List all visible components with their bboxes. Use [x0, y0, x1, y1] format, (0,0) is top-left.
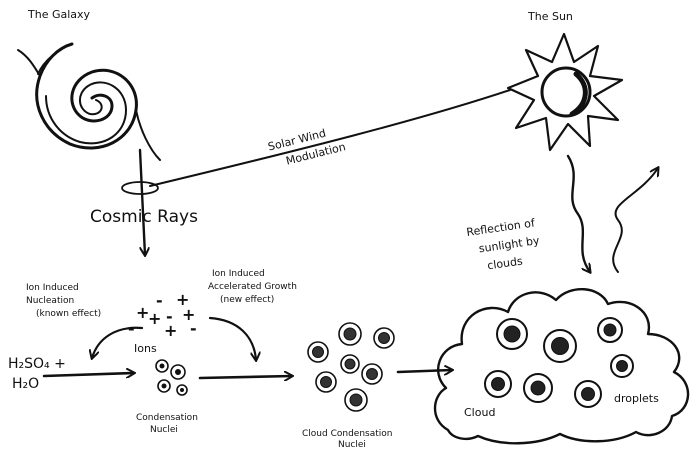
ccn-label-2: Nuclei: [338, 440, 366, 450]
galaxy-spiral: [17, 42, 161, 161]
droplets-label: droplets: [614, 392, 659, 405]
ccn-label-1: Cloud Condensation: [302, 429, 392, 439]
sun-label: The Sun: [527, 10, 573, 23]
ion-sign: +: [182, 305, 195, 324]
condensation-nuclei-particles: [155, 359, 188, 396]
ion-sign: +: [148, 309, 161, 328]
growth-label-1: Ion Induced: [212, 269, 265, 279]
growth-label-2: Accelerated Growth: [208, 282, 297, 292]
ccn-particles: [307, 322, 395, 412]
cosmic-ray-loop: [121, 181, 159, 195]
sun-shape: [506, 32, 624, 152]
ion-sign: -: [156, 291, 163, 310]
cosmic-ray-arrow: [138, 148, 145, 255]
solar-wind-line: [149, 89, 511, 187]
reflection-label-2: sunlight by: [478, 234, 541, 255]
cloud-label: Cloud: [464, 406, 495, 419]
ion-sign: +: [176, 290, 189, 309]
reflection-label-3: clouds: [486, 254, 523, 272]
ion-sign: -: [166, 307, 173, 326]
ion-sign: -: [190, 319, 197, 338]
h2o-label: H₂O: [12, 376, 39, 392]
nucleation-arrow: [92, 326, 144, 358]
h2so4-label: H₂SO₄ +: [8, 356, 66, 372]
arrow-to-condensation: [42, 373, 134, 376]
arrow-to-cloud: [396, 370, 452, 372]
growth-label-3: (new effect): [220, 295, 274, 305]
cloud-droplets: [484, 317, 634, 408]
sunlight-arrow-down: [566, 154, 590, 272]
ion-sign: +: [136, 303, 149, 322]
condensation-label-1: Condensation: [136, 413, 198, 423]
arrow-to-ccn: [198, 376, 292, 378]
ion-sign: -: [128, 319, 135, 338]
cloud-outline: [433, 287, 690, 445]
galaxy-label: The Galaxy: [27, 8, 91, 21]
nucleation-label-1: Ion Induced: [26, 283, 79, 293]
condensation-label-2: Nuclei: [150, 425, 178, 435]
cosmic-rays-label: Cosmic Rays: [90, 207, 198, 227]
ion-signs: + - + + - + + - -: [128, 290, 197, 340]
growth-arrow: [208, 316, 256, 360]
ions-label: Ions: [134, 342, 157, 355]
nucleation-label-2: Nucleation: [26, 296, 74, 306]
sunlight-arrow-up: [612, 168, 658, 273]
nucleation-label-3: (known effect): [36, 309, 101, 319]
ion-sign: +: [164, 321, 177, 340]
